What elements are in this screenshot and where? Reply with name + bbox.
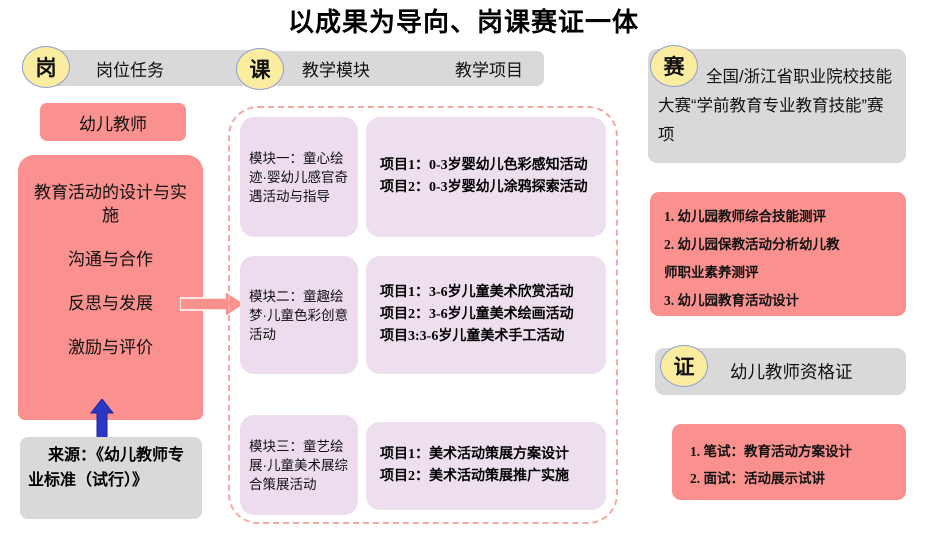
task-item: 激励与评价 [68,338,153,357]
competition-item: 师职业素养测评 [664,265,759,280]
project-item: 项目1：美术活动策展方案设计 [380,447,569,462]
badge-gang: 岗 [22,46,70,88]
project-item: 项目2：美术活动策展推广实施 [380,469,569,484]
curriculum-dashed-container [228,106,618,524]
project-box: 项目1：3-6岁儿童美术欣赏活动 项目2：3-6岁儿童美术绘画活动 项目3:3-… [366,256,606,374]
project-item: 项目1：3-6岁儿童美术欣赏活动 [380,285,574,300]
badge-zheng: 证 [660,345,708,387]
project-box: 项目1：0-3岁婴幼儿色彩感知活动 项目2：0-3岁婴幼儿涂鸦探索活动 [366,117,606,237]
header-gang-label: 岗位任务 [96,60,164,80]
task-item: 沟通与合作 [68,250,153,269]
role-label: 幼儿教师 [79,114,147,134]
page-title: 以成果为导向、岗课赛证一体 [287,8,639,37]
project-item: 项目1：0-3岁婴幼儿色彩感知活动 [380,158,588,173]
project-item: 项目2：0-3岁婴幼儿涂鸦探索活动 [380,180,588,195]
up-arrow-icon [90,399,114,441]
header-ke-label: 教学模块 [302,61,370,80]
project-item: 项目3:3-6岁儿童美术手工活动 [380,329,565,344]
header-xiangmu-label: 教学项目 [455,61,523,80]
project-box: 项目1：美术活动策展方案设计 项目2：美术活动策展推广实施 [366,422,606,510]
competition-item: 2. 幼儿园保教活动分析幼儿教 [664,237,840,252]
header-ke: 教学模块 [252,51,448,86]
task-item: 反思与发展 [68,294,153,313]
header-xiangmu: 教学项目 [434,51,544,86]
source-note: 来源：《幼儿教师专业标准（试行）》 [20,437,202,519]
header-sai: 全国/浙江省职业院校技能大赛“学前教育专业教育技能”赛项 [648,49,906,163]
competition-list-box: 1. 幼儿园教师综合技能测评 2. 幼儿园保教活动分析幼儿教 师职业素养测评 3… [650,192,906,316]
task-list-box: 教育活动的设计与实施 沟通与合作 反思与发展 激励与评价 [18,155,203,420]
task-item: 教育活动的设计与实施 [34,183,187,225]
header-zheng-label: 幼儿教师资格证 [730,362,853,382]
header-gang: 岗位任务 [40,50,256,86]
badge-sai: 赛 [650,45,698,87]
competition-item: 1. 幼儿园教师综合技能测评 [664,209,826,224]
certificate-list-box: 1. 笔试：教育活动方案设计 2. 面试：活动展示试讲 [672,424,906,500]
module-box: 模块一：童心绘迹·婴幼儿感官奇遇活动与指导 [240,117,358,237]
role-box-teacher: 幼儿教师 [40,103,186,141]
certificate-item: 1. 笔试：教育活动方案设计 [690,444,852,459]
certificate-item: 2. 面试：活动展示试讲 [690,471,825,486]
module-box: 模块三：童艺绘展·儿童美术展综合策展活动 [240,415,358,515]
module-box: 模块二：童趣绘梦·儿童色彩创意活动 [240,256,358,374]
project-item: 项目2：3-6岁儿童美术绘画活动 [380,307,574,322]
badge-ke: 课 [236,48,284,90]
competition-item: 3. 幼儿园教育活动设计 [664,293,799,308]
